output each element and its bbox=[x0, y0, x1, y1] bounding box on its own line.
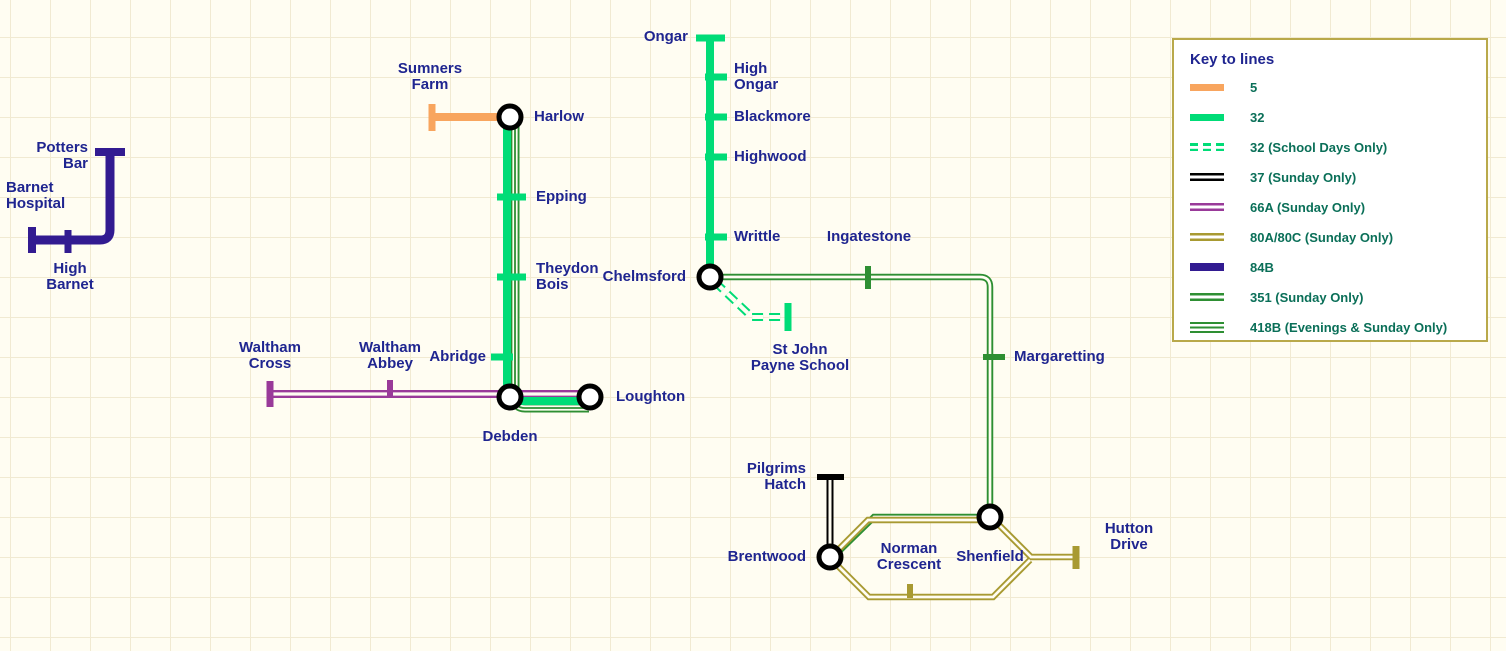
line-swatch-5-icon bbox=[1190, 83, 1224, 91]
label-high-ongar: High Ongar bbox=[734, 60, 779, 93]
label-st-john-payne-school: St John Payne School bbox=[750, 341, 850, 374]
legend-label: 80A/80C (Sunday Only) bbox=[1250, 229, 1394, 245]
legend-label: 418B (Evenings & Sunday Only) bbox=[1250, 319, 1448, 335]
label-waltham-cross: Waltham Cross bbox=[239, 339, 301, 372]
station-loughton bbox=[576, 383, 604, 411]
label-norman-crescent: Norman Crescent bbox=[876, 540, 942, 573]
line-5 bbox=[428, 104, 505, 131]
station-brentwood bbox=[816, 543, 844, 571]
label-brentwood: Brentwood bbox=[727, 548, 806, 565]
label-high-barnet: High Barnet bbox=[46, 260, 94, 293]
label-writtle: Writtle bbox=[734, 228, 781, 245]
label-shenfield: Shenfield bbox=[956, 548, 1024, 565]
label-margaretting: Margaretting bbox=[1014, 348, 1105, 365]
line-351 bbox=[716, 266, 1005, 559]
label-theydon-bois: Theydon Bois bbox=[536, 260, 599, 293]
label-pilgrims-hatch: Pilgrims Hatch bbox=[746, 460, 806, 493]
line-swatch-37-icon bbox=[1190, 173, 1224, 181]
label-ingatestone: Ingatestone bbox=[826, 228, 912, 245]
legend-label: 351 (Sunday Only) bbox=[1250, 289, 1364, 305]
legend-item-84b: 84B bbox=[1174, 252, 1486, 282]
line-32-ongar bbox=[696, 34, 727, 277]
label-potters-bar: Potters Bar bbox=[36, 139, 88, 172]
line-swatch-32-icon bbox=[1190, 113, 1224, 121]
label-abridge: Abridge bbox=[429, 348, 486, 365]
legend-item-351: 351 (Sunday Only) bbox=[1174, 282, 1486, 312]
label-hutton-drive: Hutton Drive bbox=[1104, 520, 1154, 553]
line-32-harlow bbox=[491, 117, 589, 405]
legend-label: 66A (Sunday Only) bbox=[1250, 199, 1366, 215]
label-chelmsford: Chelmsford bbox=[602, 268, 686, 285]
legend-item-32-school: 32 (School Days Only) bbox=[1174, 132, 1486, 162]
label-loughton: Loughton bbox=[616, 388, 686, 405]
line-84b bbox=[28, 148, 125, 253]
station-chelmsford bbox=[696, 263, 724, 291]
label-barnet-hospital: Barnet Hospital bbox=[6, 179, 66, 212]
label-waltham-abbey: Waltham Abbey bbox=[359, 339, 421, 372]
label-debden: Debden bbox=[482, 428, 538, 445]
label-ongar: Ongar bbox=[643, 28, 688, 45]
line-37 bbox=[817, 474, 844, 552]
legend-item-37: 37 (Sunday Only) bbox=[1174, 162, 1486, 192]
legend-title: Key to lines bbox=[1190, 51, 1275, 68]
line-swatch-351-icon bbox=[1190, 293, 1224, 301]
line-swatch-418b-icon bbox=[1190, 321, 1224, 333]
label-highwood: Highwood bbox=[734, 148, 807, 165]
legend: Key to lines 5 32 32 (School Days Only) … bbox=[1172, 38, 1488, 342]
legend-item-80a-80c: 80A/80C (Sunday Only) bbox=[1174, 222, 1486, 252]
line-32-school bbox=[712, 279, 792, 331]
legend-item-66a: 66A (Sunday Only) bbox=[1174, 192, 1486, 222]
line-swatch-84b-icon bbox=[1190, 263, 1224, 271]
legend-label: 32 bbox=[1250, 109, 1265, 125]
line-80a-80c bbox=[828, 516, 1080, 601]
line-66a bbox=[266, 380, 589, 407]
line-swatch-80a-80c-icon bbox=[1190, 233, 1224, 241]
station-harlow bbox=[496, 103, 524, 131]
station-shenfield bbox=[976, 503, 1004, 531]
legend-label: 5 bbox=[1250, 79, 1258, 95]
legend-label: 84B bbox=[1250, 259, 1274, 275]
label-epping: Epping bbox=[536, 188, 587, 205]
legend-item-32: 32 bbox=[1174, 102, 1486, 132]
label-sumners-farm: Sumners Farm bbox=[397, 60, 463, 93]
legend-item-418b: 418B (Evenings & Sunday Only) bbox=[1174, 312, 1486, 342]
legend-item-5: 5 bbox=[1174, 72, 1486, 102]
legend-label: 37 (Sunday Only) bbox=[1250, 169, 1357, 185]
label-harlow: Harlow bbox=[534, 108, 585, 125]
line-swatch-66a-icon bbox=[1190, 203, 1224, 211]
legend-label: 32 (School Days Only) bbox=[1250, 139, 1388, 155]
station-debden bbox=[496, 383, 524, 411]
line-swatch-32-school-icon bbox=[1190, 143, 1224, 151]
label-blackmore: Blackmore bbox=[734, 108, 811, 125]
